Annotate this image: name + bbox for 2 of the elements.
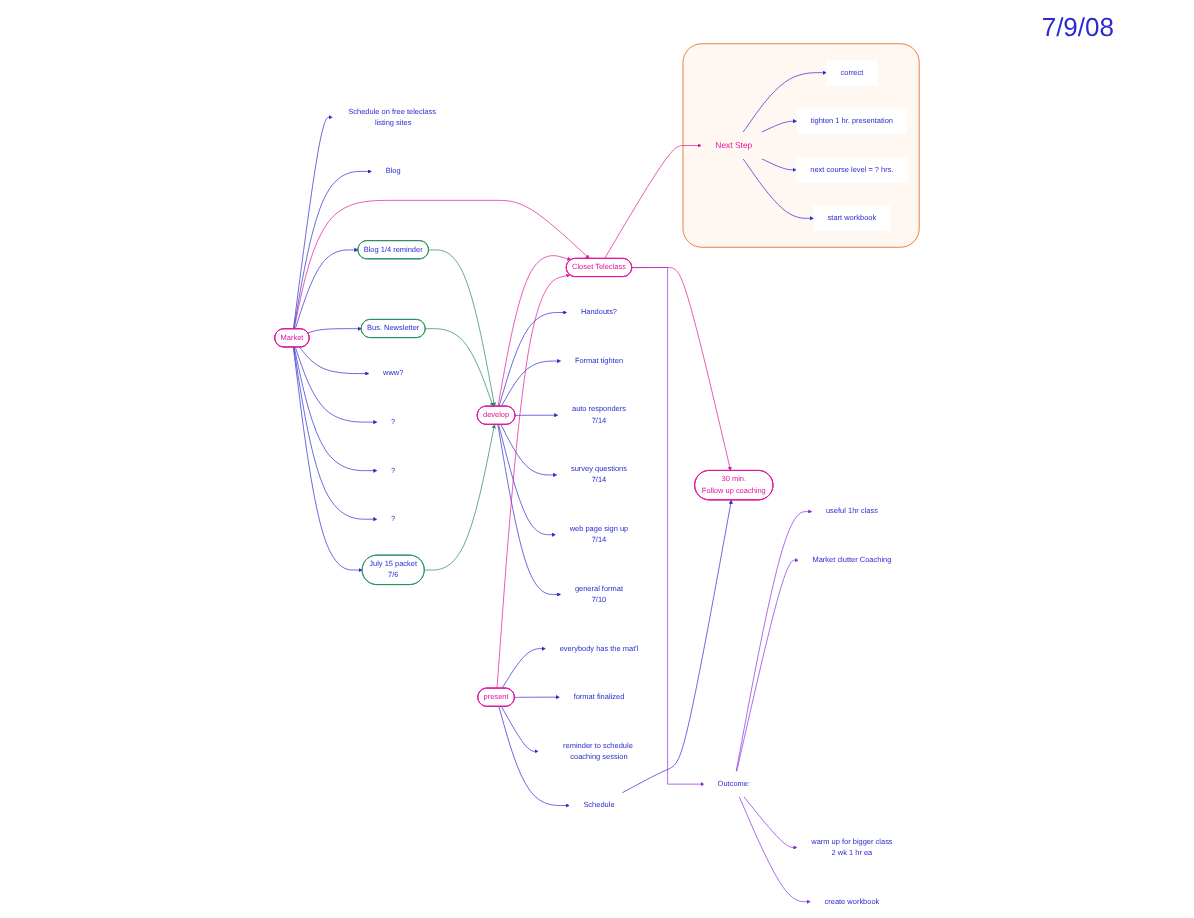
- date-note: 7/9/08: [1041, 12, 1114, 42]
- cluster: [682, 43, 920, 248]
